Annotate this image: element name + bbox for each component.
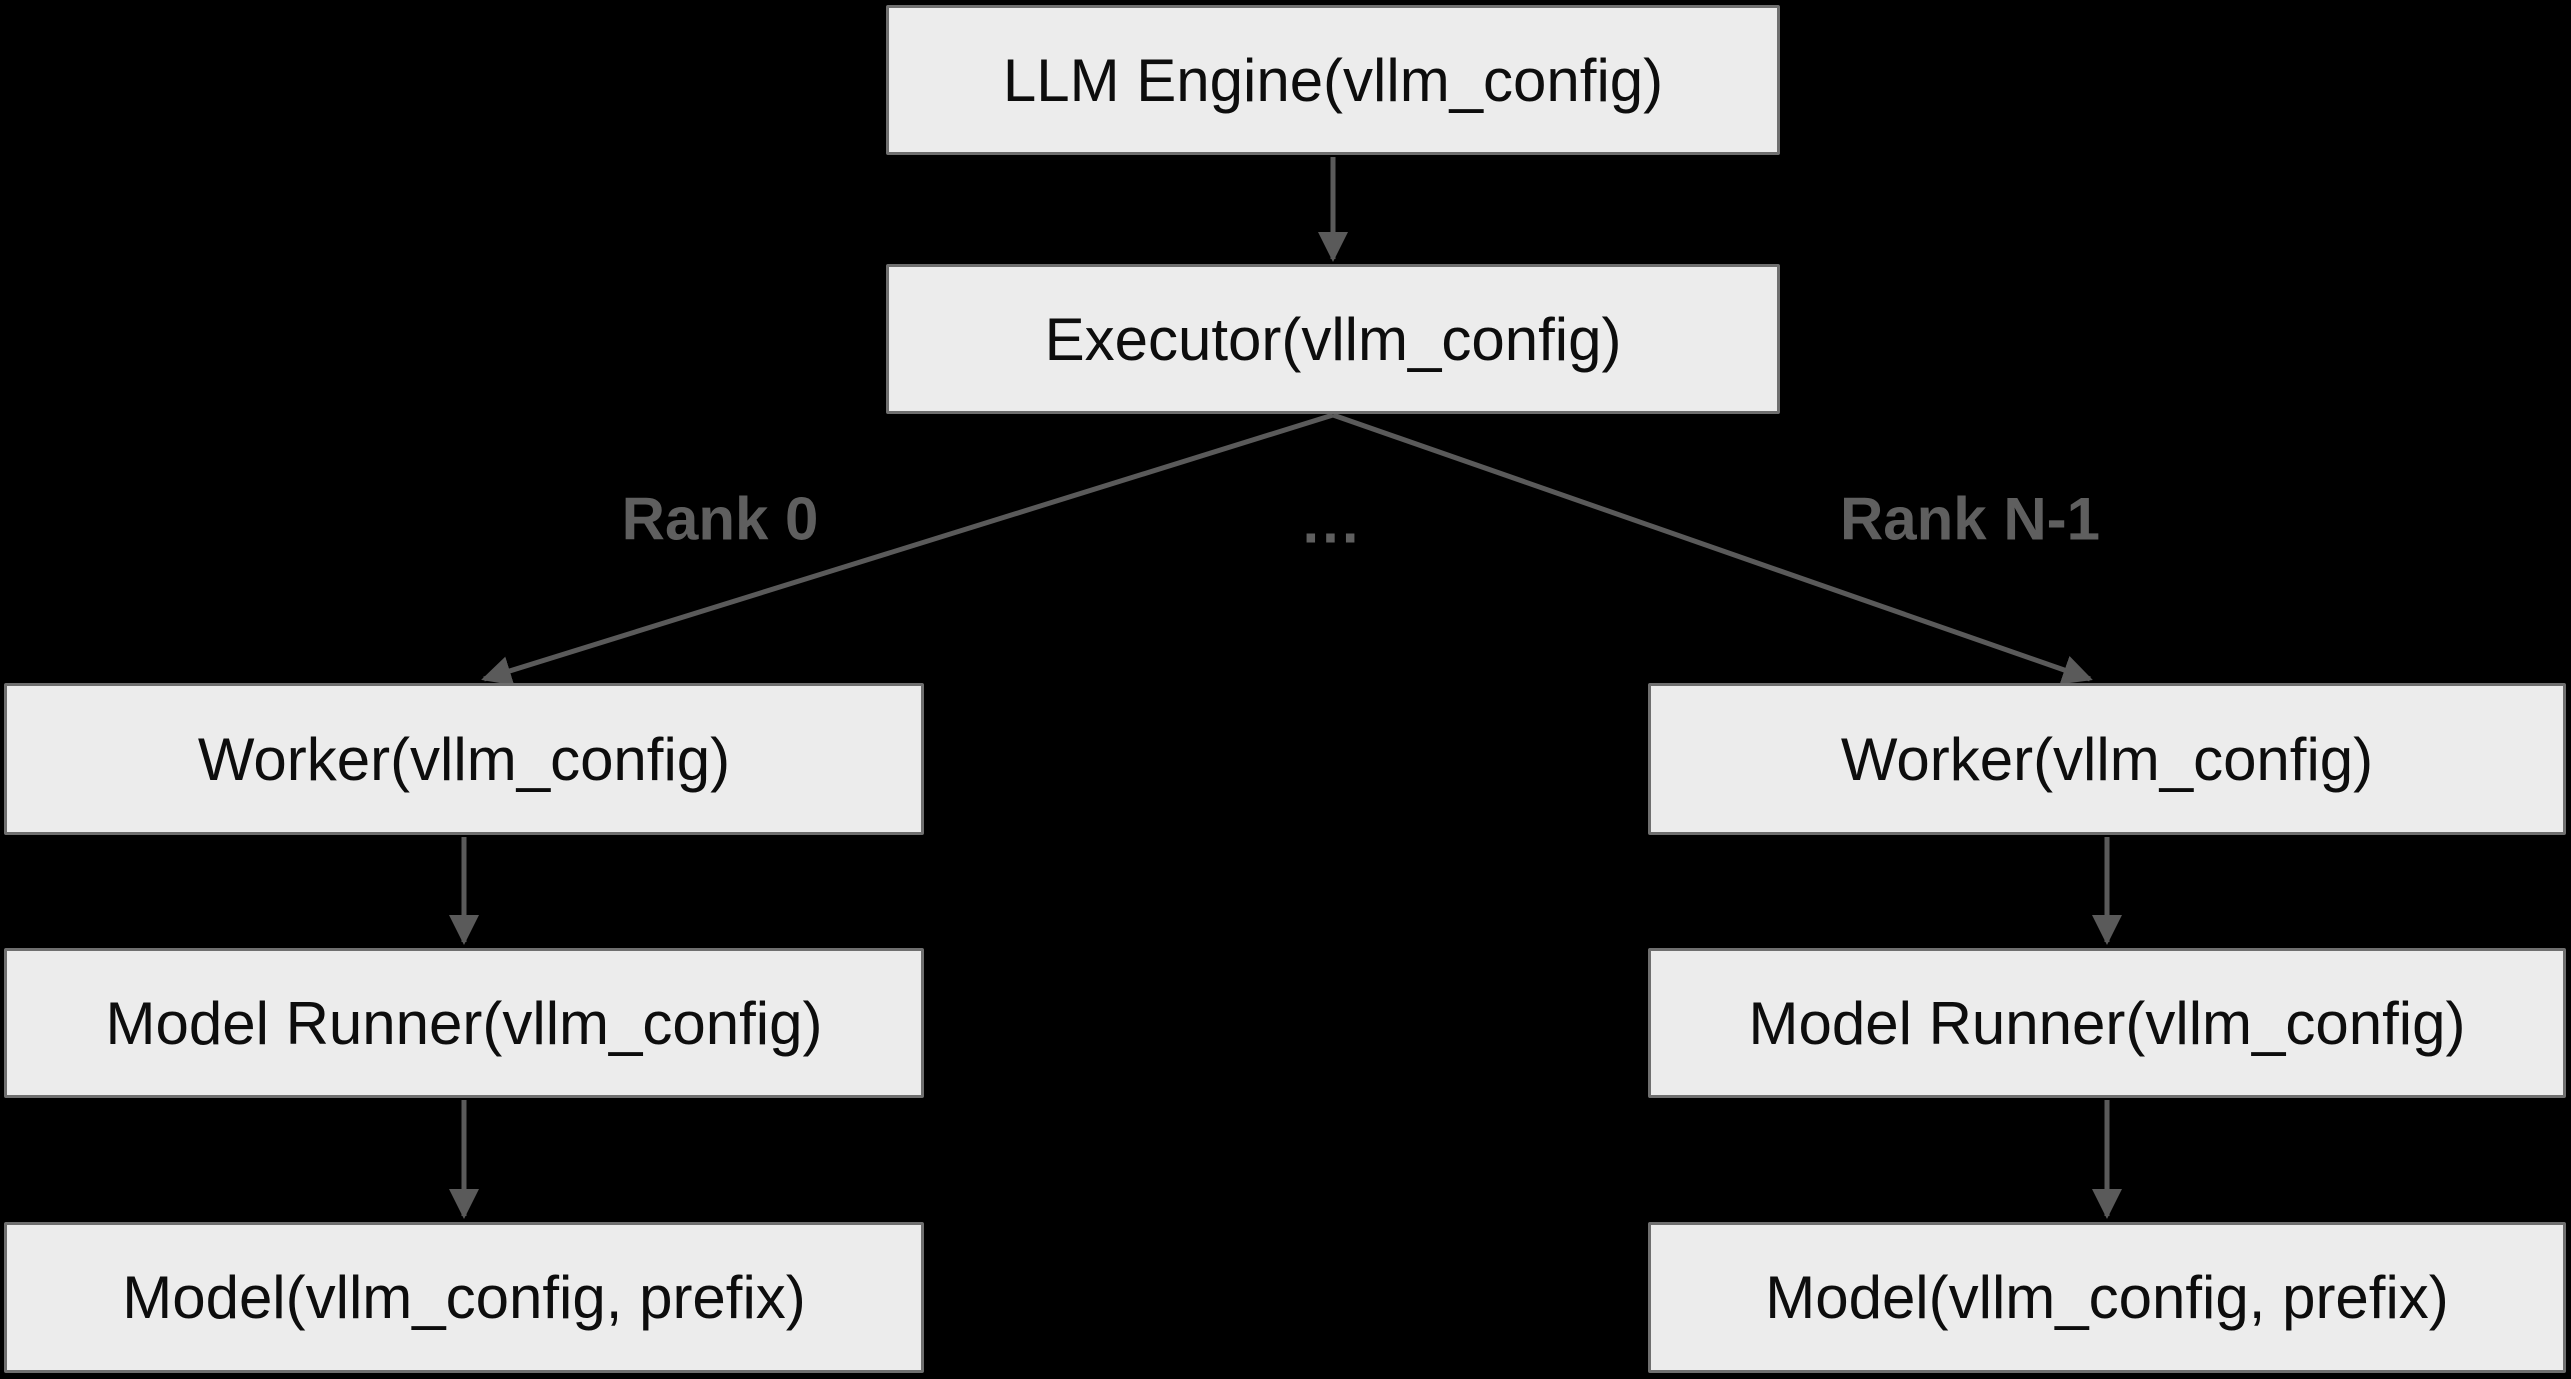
edge-label-ellipsis: ... xyxy=(1302,488,1362,556)
node-model-runner-right: Model Runner(vllm_config) xyxy=(1648,948,2566,1098)
edge-executor-to-worker-right xyxy=(1332,412,2093,685)
node-executor-label: Executor(vllm_config) xyxy=(1044,305,1622,373)
node-model-left-label: Model(vllm_config, prefix) xyxy=(122,1264,806,1331)
node-model-runner-left: Model Runner(vllm_config) xyxy=(4,948,924,1098)
node-model-runner-right-label: Model Runner(vllm_config) xyxy=(1748,989,2466,1057)
node-worker-right: Worker(vllm_config) xyxy=(1648,683,2566,835)
node-model-right: Model(vllm_config, prefix) xyxy=(1648,1222,2566,1373)
node-executor: Executor(vllm_config) xyxy=(886,264,1780,414)
node-worker-left-label: Worker(vllm_config) xyxy=(197,725,731,793)
node-worker-right-label: Worker(vllm_config) xyxy=(1840,725,2374,793)
node-model-left: Model(vllm_config, prefix) xyxy=(4,1222,924,1373)
node-model-runner-left-label: Model Runner(vllm_config) xyxy=(105,989,823,1057)
node-worker-left: Worker(vllm_config) xyxy=(4,683,924,835)
node-llm-engine-label: LLM Engine(vllm_config) xyxy=(1002,46,1664,114)
node-llm-engine: LLM Engine(vllm_config) xyxy=(886,5,1780,155)
edge-label-rank-0: Rank 0 xyxy=(621,485,819,553)
node-model-right-label: Model(vllm_config, prefix) xyxy=(1765,1264,2449,1331)
edge-executor-to-worker-left xyxy=(481,412,1334,686)
edge-label-rank-n-1: Rank N-1 xyxy=(1839,485,2101,553)
